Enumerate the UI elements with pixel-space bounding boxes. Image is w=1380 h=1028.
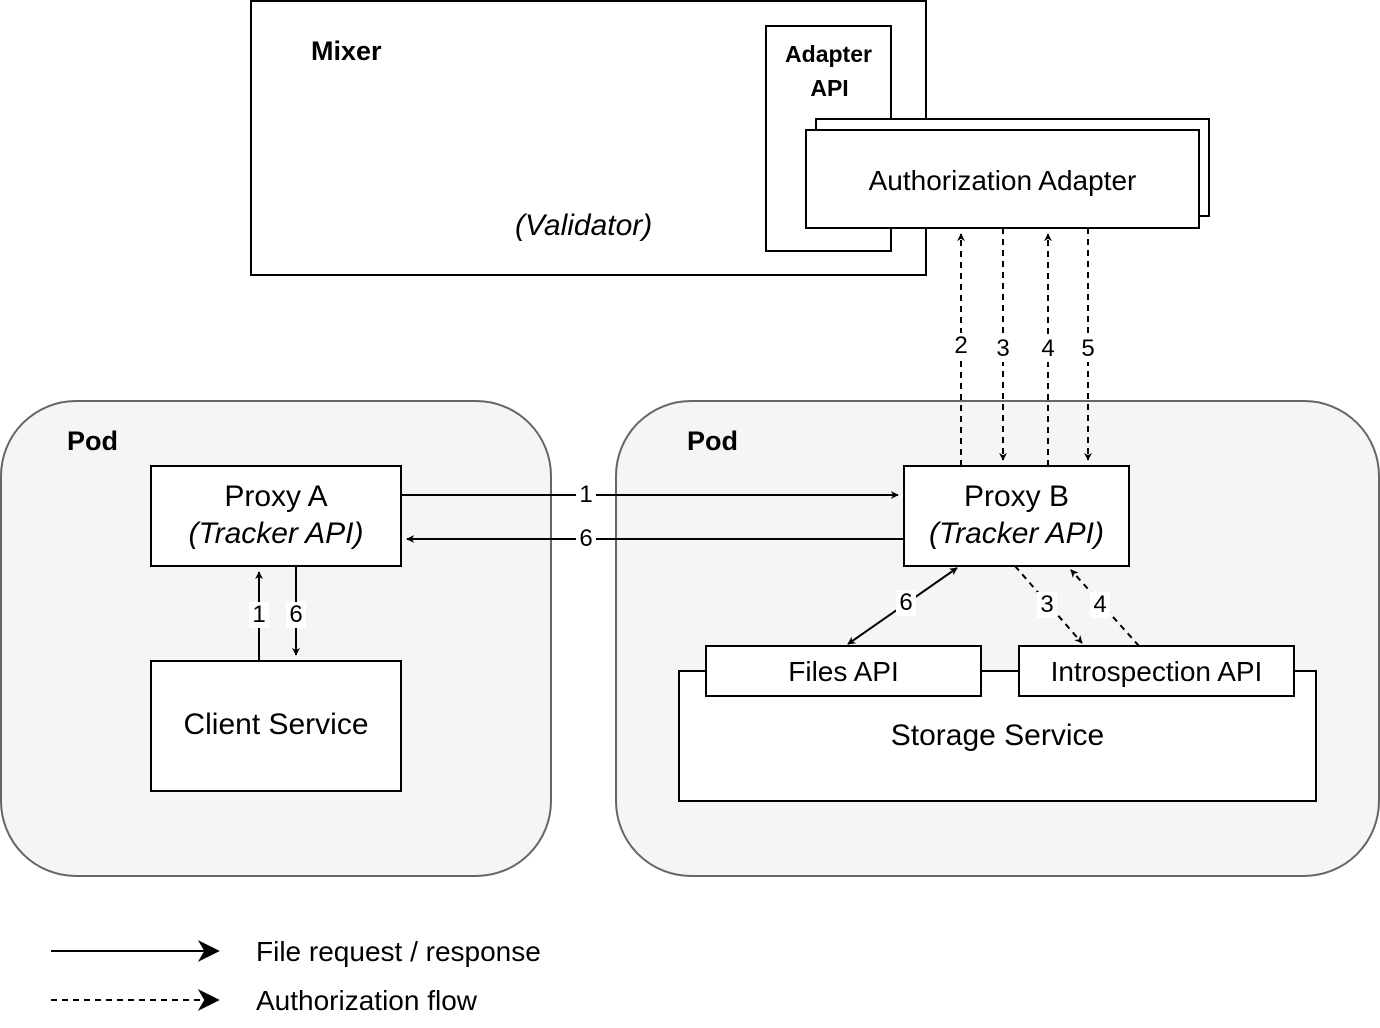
edge-introspection-to-b <box>1070 569 1140 647</box>
legend-dashed-label: Authorization flow <box>256 985 478 1016</box>
edge-label-5: 5 <box>1078 336 1098 362</box>
edge-label-introspection-to-b: 4 <box>1090 592 1110 618</box>
pod-left-box <box>0 400 552 877</box>
adapter-api-label-line2: API <box>810 75 849 101</box>
client-service-box <box>150 660 402 792</box>
pod-left-title: Pod <box>67 426 118 456</box>
legend-solid-label: File request / response <box>256 936 541 967</box>
edge-label-a-to-b: 1 <box>576 482 596 508</box>
authorization-adapter-label: Authorization Adapter <box>868 165 1137 196</box>
introspection-api-label: Introspection API <box>1050 656 1263 687</box>
proxy-a-name: Proxy A <box>224 480 328 513</box>
proxy-b-box <box>903 465 1130 567</box>
proxy-a-api: (Tracker API) <box>188 517 364 550</box>
proxy-b-name: Proxy B <box>963 480 1070 513</box>
proxy-b-api: (Tracker API) <box>928 517 1104 550</box>
introspection-api-box <box>1018 645 1295 697</box>
mixer-title: Mixer <box>311 36 382 66</box>
files-api-label: Files API <box>788 656 899 687</box>
edge-label-3: 3 <box>993 336 1013 362</box>
authorization-adapter-box <box>805 129 1200 229</box>
edge-label-b-to-a: 6 <box>576 526 596 552</box>
edge-label-2: 2 <box>951 333 971 359</box>
files-api-box <box>705 645 982 697</box>
mixer-subtitle: (Validator) <box>515 209 653 242</box>
edge-label-proxy-a-to-client: 6 <box>286 602 306 628</box>
edge-label-client-to-proxy-a: 1 <box>249 602 269 628</box>
pod-right-title: Pod <box>687 426 738 456</box>
proxy-a-box <box>150 465 402 567</box>
edge-label-4: 4 <box>1038 336 1058 362</box>
edge-label-b-files: 6 <box>896 590 916 616</box>
adapter-api-label-line1: Adapter <box>785 41 872 67</box>
client-service-label: Client Service <box>183 708 369 741</box>
edge-label-b-to-introspection: 3 <box>1037 592 1057 618</box>
storage-service-label: Storage Service <box>890 719 1105 752</box>
